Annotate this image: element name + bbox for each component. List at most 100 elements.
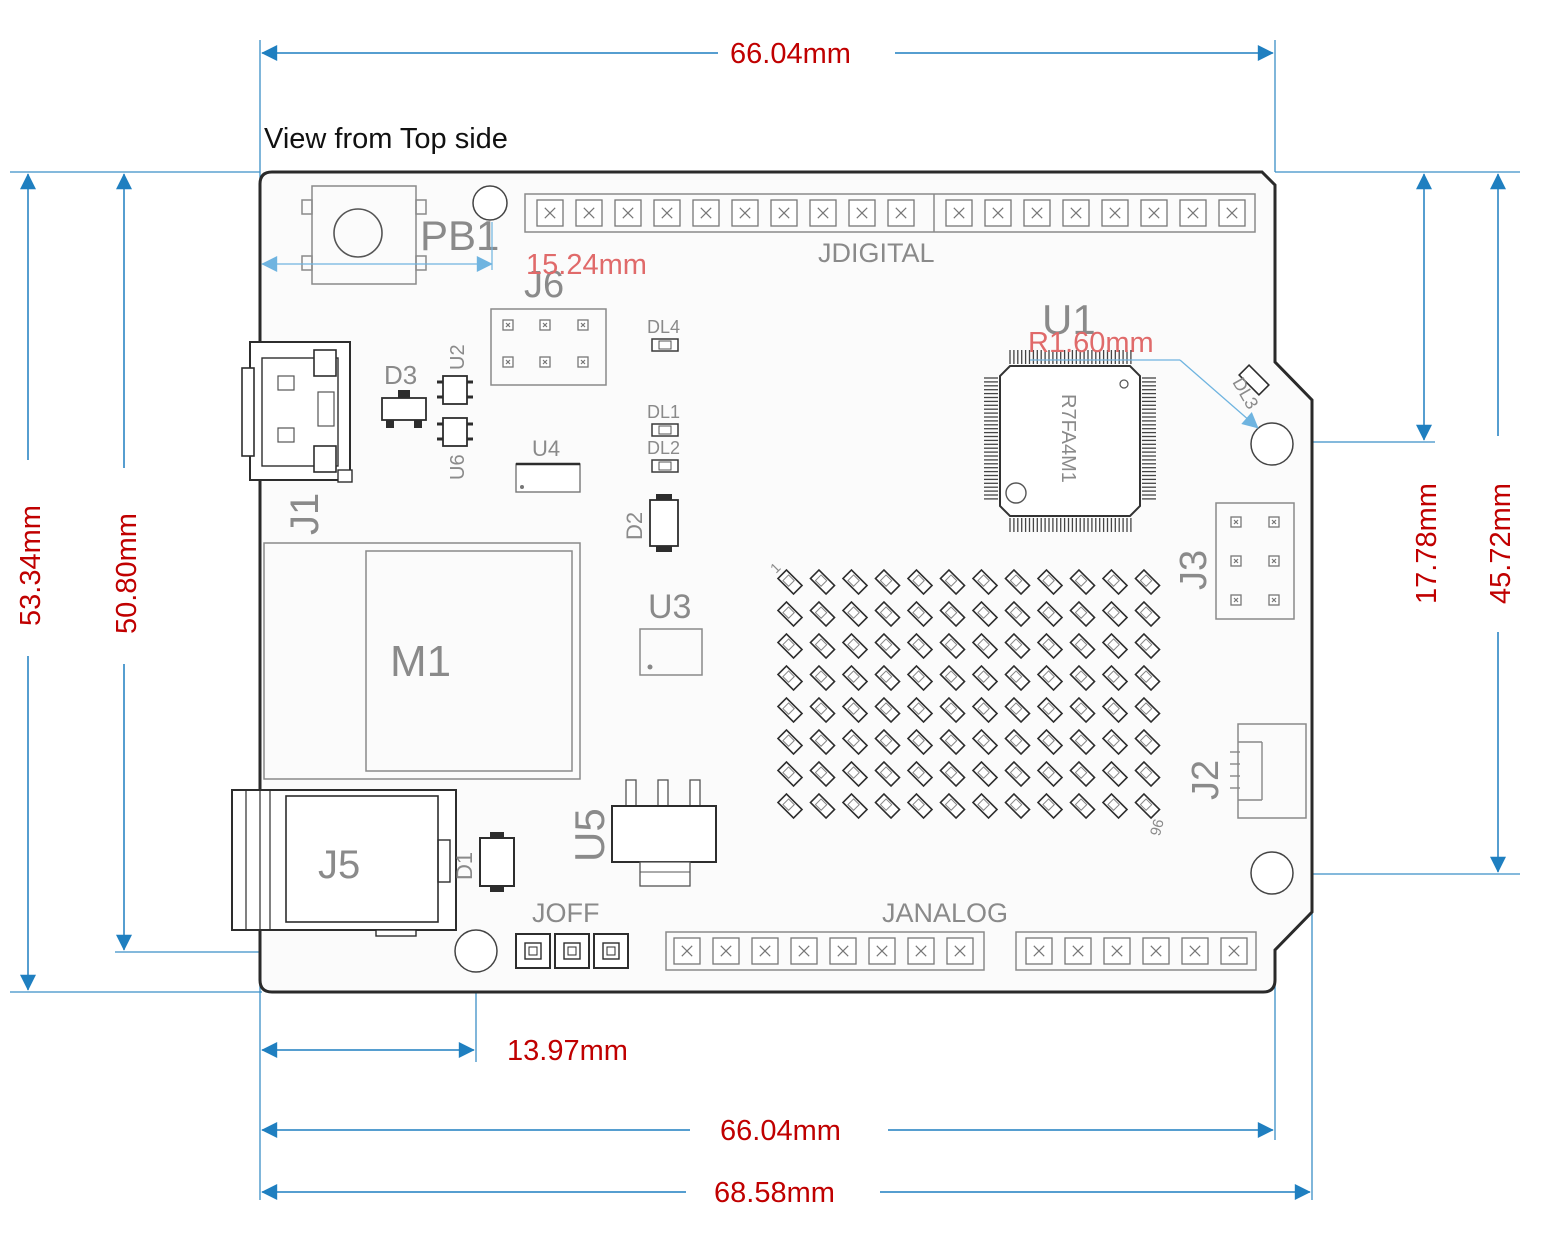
matrix-led bbox=[906, 568, 934, 596]
jdigital-pin bbox=[653, 199, 681, 227]
jdigital-pin bbox=[1140, 199, 1168, 227]
janalog-label: JANALOG bbox=[882, 898, 1008, 928]
dl4-led bbox=[651, 338, 679, 352]
j3-pin bbox=[1268, 516, 1280, 528]
dim-radius: R1.60mm bbox=[1028, 327, 1259, 429]
d3-label: D3 bbox=[384, 360, 417, 390]
matrix-led bbox=[939, 600, 966, 628]
matrix-led bbox=[1036, 696, 1064, 724]
matrix-led bbox=[776, 792, 804, 820]
matrix-led bbox=[809, 760, 836, 788]
matrix-led bbox=[1069, 632, 1096, 660]
dim-top-width-text: 66.04mm bbox=[730, 38, 851, 70]
matrix-led bbox=[776, 568, 804, 596]
dim-bottom-inner-width: 66.04mm bbox=[261, 1115, 1274, 1147]
jdigital-pin bbox=[984, 199, 1012, 227]
matrix-led bbox=[1101, 664, 1129, 692]
dim-bottom-outer-width: 68.58mm bbox=[261, 1177, 1311, 1209]
j3-pin bbox=[1230, 594, 1242, 606]
janalog-pin bbox=[907, 937, 935, 965]
matrix-led bbox=[971, 632, 999, 660]
j5-power-jack bbox=[231, 789, 457, 937]
j6-pin bbox=[577, 356, 589, 368]
matrix-led bbox=[1069, 568, 1096, 596]
joff-pin bbox=[593, 933, 629, 969]
dim-right-short-height: 17.78mm bbox=[1411, 173, 1443, 604]
dim-radius-text: R1.60mm bbox=[1028, 327, 1154, 359]
janalog-pin bbox=[712, 937, 740, 965]
dim-hole-offset-text: 13.97mm bbox=[507, 1035, 628, 1067]
d2-diode bbox=[649, 494, 679, 552]
matrix-led bbox=[939, 760, 966, 788]
matrix-led bbox=[809, 664, 836, 692]
j6-pin bbox=[502, 319, 514, 331]
dl2-led bbox=[651, 459, 679, 473]
m1-label: M1 bbox=[390, 637, 451, 686]
matrix-led bbox=[906, 696, 934, 724]
matrix-led bbox=[1101, 792, 1129, 820]
u6-chip bbox=[437, 417, 473, 447]
dim-bottom-outer-text: 68.58mm bbox=[714, 1177, 835, 1209]
dl4-label: DL4 bbox=[647, 317, 680, 337]
janalog-pin bbox=[946, 937, 974, 965]
jdigital-pin bbox=[731, 199, 759, 227]
matrix-led bbox=[1134, 760, 1161, 788]
dim-left-outer-height: 53.34mm bbox=[15, 173, 47, 991]
jdigital-pin bbox=[1101, 199, 1129, 227]
janalog-pin bbox=[1064, 937, 1092, 965]
matrix-led bbox=[776, 664, 804, 692]
matrix-led bbox=[1134, 792, 1161, 820]
dl2-label: DL2 bbox=[647, 438, 680, 458]
matrix-led bbox=[841, 568, 869, 596]
matrix-led bbox=[841, 760, 869, 788]
matrix-led bbox=[971, 760, 999, 788]
dim-right-long-text: 45.72mm bbox=[1485, 483, 1517, 604]
m1-module bbox=[263, 542, 581, 780]
matrix-led bbox=[809, 728, 836, 756]
matrix-led bbox=[809, 632, 836, 660]
jdigital-pin bbox=[1218, 199, 1246, 227]
matrix-led bbox=[1134, 600, 1161, 628]
matrix-led bbox=[776, 600, 804, 628]
matrix-led bbox=[1101, 632, 1129, 660]
u2-chip bbox=[437, 375, 473, 405]
u3-chip bbox=[639, 628, 703, 676]
matrix-led bbox=[776, 760, 804, 788]
janalog-pin bbox=[1220, 937, 1248, 965]
matrix-led bbox=[906, 600, 934, 628]
matrix-led bbox=[1101, 728, 1129, 756]
j3-pin bbox=[1268, 594, 1280, 606]
u4-label: U4 bbox=[532, 436, 560, 461]
matrix-led bbox=[874, 568, 901, 596]
matrix-led bbox=[874, 760, 901, 788]
j6-label: J6 bbox=[524, 264, 564, 306]
matrix-led bbox=[874, 632, 901, 660]
u4-chip bbox=[515, 462, 581, 493]
matrix-led bbox=[1004, 600, 1031, 628]
janalog-pin bbox=[751, 937, 779, 965]
d2-label: D2 bbox=[622, 512, 647, 540]
matrix-led bbox=[906, 632, 934, 660]
janalog-pin bbox=[1142, 937, 1170, 965]
u2-label: U2 bbox=[447, 344, 469, 370]
mounting-holes bbox=[454, 185, 1294, 973]
matrix-led bbox=[1101, 696, 1129, 724]
j6-pin bbox=[539, 356, 551, 368]
jdigital-pin bbox=[1179, 199, 1207, 227]
janalog-pin bbox=[829, 937, 857, 965]
u5-regulator bbox=[611, 779, 717, 887]
jdigital-pin bbox=[945, 199, 973, 227]
joff-pin bbox=[554, 933, 590, 969]
joff-pin bbox=[515, 933, 551, 969]
matrix-led bbox=[939, 632, 966, 660]
jdigital-pin bbox=[575, 199, 603, 227]
u6-label: U6 bbox=[447, 454, 469, 480]
matrix-led bbox=[1004, 728, 1031, 756]
j3-pin bbox=[1230, 555, 1242, 567]
u1-label: U1 bbox=[1042, 296, 1096, 343]
matrix-led bbox=[906, 664, 934, 692]
janalog-pin bbox=[673, 937, 701, 965]
matrix-led bbox=[809, 600, 836, 628]
matrix-led bbox=[971, 568, 999, 596]
